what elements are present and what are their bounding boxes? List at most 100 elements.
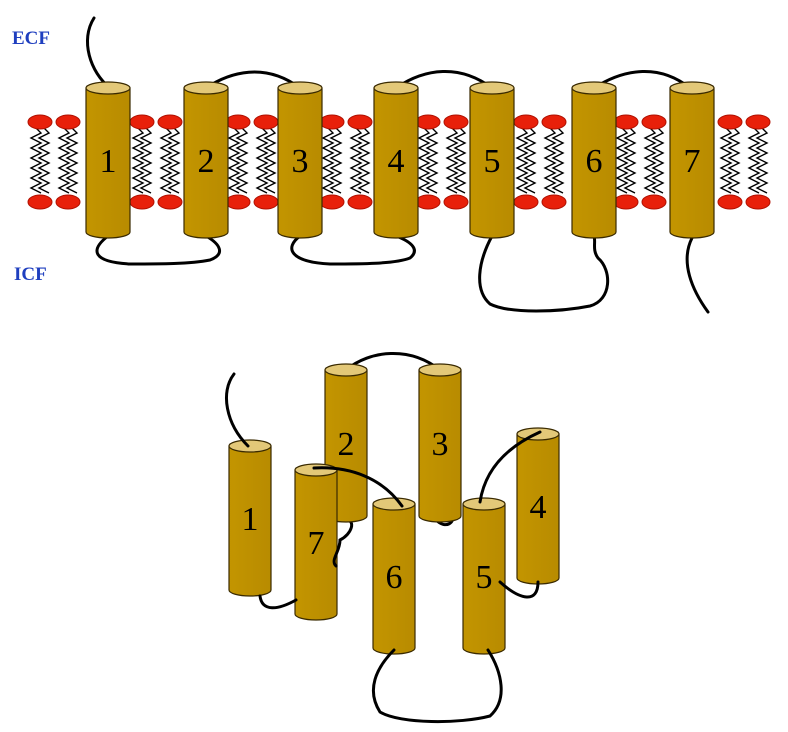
lipid-head-inner <box>443 194 469 210</box>
lipid <box>613 114 639 210</box>
helix-number: 5 <box>484 143 501 180</box>
lipid-head-outer <box>253 114 279 130</box>
lipid-head-outer <box>613 114 639 130</box>
helix-cap <box>373 81 419 95</box>
helix-cap <box>372 497 416 511</box>
lipid-head-inner <box>129 194 155 210</box>
topology-helix-3: 3 <box>277 81 323 239</box>
helix-cap <box>418 363 462 377</box>
lipid-head-outer <box>415 114 441 130</box>
lipid-head-outer <box>541 114 567 130</box>
helix-number: 4 <box>388 143 405 180</box>
lipid-head-inner <box>319 194 345 210</box>
topology-helices: 1 2 3 4 5 6 7 <box>85 81 715 239</box>
helix-cap <box>228 439 272 453</box>
lipid-head-inner <box>513 194 539 210</box>
helix-number: 7 <box>308 525 325 562</box>
lipid <box>225 114 251 210</box>
bundle-helix-7: 7 <box>294 463 338 621</box>
bundle-ecl-3-loop <box>312 466 404 508</box>
bundle-n-terminus-loop <box>225 372 250 448</box>
lipid <box>129 114 155 210</box>
helix-cap <box>85 81 131 95</box>
helix-number: 7 <box>684 143 701 180</box>
helix-cap <box>462 497 506 511</box>
bundle-helices: 2 3 4 1 7 5 6 <box>228 363 560 655</box>
lipid <box>717 114 743 210</box>
helix-number: 2 <box>198 143 215 180</box>
lipid-head-outer <box>513 114 539 130</box>
helix-number: 1 <box>100 143 117 180</box>
bundle-icl-1b-loop <box>258 594 298 610</box>
lipid-head-inner <box>717 194 743 210</box>
helix-number: 5 <box>476 559 493 596</box>
bundle-c-link-loop <box>332 538 342 568</box>
icf-label: ICF <box>14 264 47 285</box>
topology-helix-5: 5 <box>469 81 515 239</box>
lipid-head-inner <box>415 194 441 210</box>
helix-number: 2 <box>338 426 355 463</box>
lipid-head-inner <box>27 194 53 210</box>
helix-cap <box>571 81 617 95</box>
lipid-head-inner <box>347 194 373 210</box>
icl-2-loop <box>290 234 416 266</box>
helix-number: 3 <box>432 426 449 463</box>
lipid <box>27 114 53 210</box>
bundle-icl-2b-loop <box>498 580 540 599</box>
bundle-helix-6: 6 <box>372 497 416 655</box>
helix-number: 4 <box>530 489 547 526</box>
lipid-head-outer <box>27 114 53 130</box>
bundle-ecl-2-loop <box>478 430 542 504</box>
lipid-head-outer <box>443 114 469 130</box>
lipid-head-outer <box>55 114 81 130</box>
lipid <box>157 114 183 210</box>
bundle-icl-3-loop <box>371 648 503 724</box>
lipid-head-outer <box>157 114 183 130</box>
lipid-head-outer <box>717 114 743 130</box>
lipid-head-outer <box>225 114 251 130</box>
lipid-head-outer <box>745 114 771 130</box>
helix-cap <box>669 81 715 95</box>
lipid-head-inner <box>641 194 667 210</box>
lipid-head-inner <box>745 194 771 210</box>
c-terminus-loop <box>685 236 710 314</box>
lipid <box>319 114 345 210</box>
ecf-label: ECF <box>12 28 50 49</box>
lipid-head-outer <box>347 114 373 130</box>
topology-helix-1: 1 <box>85 81 131 239</box>
lipid-head-inner <box>157 194 183 210</box>
lipid <box>513 114 539 210</box>
helix-cap <box>294 463 338 477</box>
helix-number: 6 <box>386 559 403 596</box>
bundle-helix-5: 5 <box>462 497 506 655</box>
lipid-head-outer <box>319 114 345 130</box>
bundle-icl-1-loop <box>338 518 354 542</box>
lipid-head-inner <box>613 194 639 210</box>
helix-number: 1 <box>242 501 259 538</box>
lipid <box>347 114 373 210</box>
topology-helix-6: 6 <box>571 81 617 239</box>
topology-helix-2: 2 <box>183 81 229 239</box>
lipid-head-outer <box>641 114 667 130</box>
lipid <box>55 114 81 210</box>
lipid-head-outer <box>129 114 155 130</box>
lipid-head-inner <box>541 194 567 210</box>
helix-cap <box>277 81 323 95</box>
bundle-helix-1: 1 <box>228 439 272 597</box>
bundle-helix-3: 3 <box>418 363 462 523</box>
lipid <box>415 114 441 210</box>
topology-helix-7: 7 <box>669 81 715 239</box>
icl-1-loop <box>95 234 221 266</box>
helix-cap <box>324 363 368 377</box>
bundle-loops-front <box>225 372 542 724</box>
lipid <box>443 114 469 210</box>
topology-helix-4: 4 <box>373 81 419 239</box>
helix-number: 3 <box>292 143 309 180</box>
lipid <box>641 114 667 210</box>
lipid-head-inner <box>225 194 251 210</box>
lipid <box>541 114 567 210</box>
bundle-helix-4: 4 <box>516 427 560 585</box>
lipid-head-inner <box>55 194 81 210</box>
n-terminus-loop <box>86 16 112 90</box>
